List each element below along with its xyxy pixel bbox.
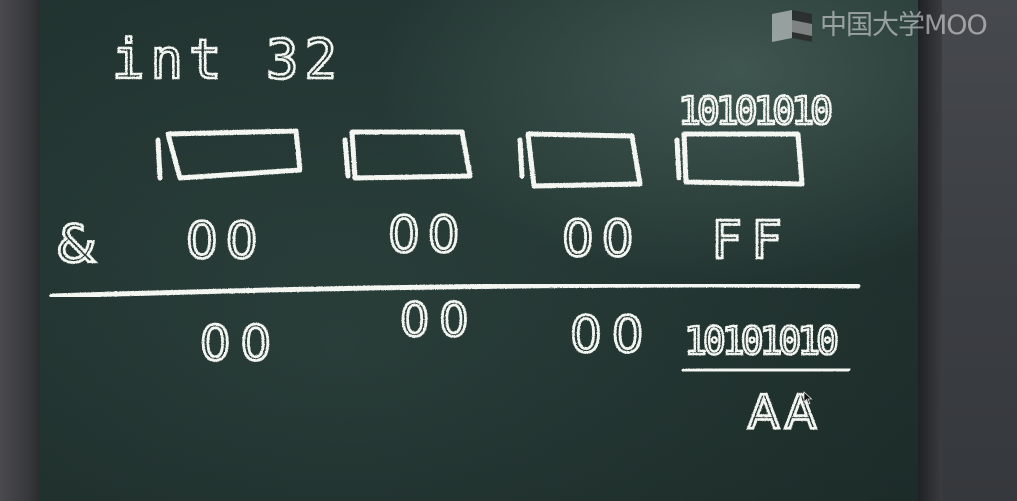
final-hex-value: AA	[748, 385, 820, 439]
mooc-watermark: 中国大学MOO	[770, 8, 988, 44]
byte-box-3	[517, 131, 643, 189]
wall-background	[942, 0, 1017, 501]
result-byte-1: 00	[200, 316, 281, 372]
mooc-watermark-text: 中国大学MOO	[820, 10, 988, 41]
board-frame-left	[0, 0, 40, 501]
heading-int32: int 32	[111, 27, 343, 93]
chalkboard	[40, 0, 918, 501]
heading-text: int 32	[112, 28, 343, 91]
mooc-logo-icon	[772, 10, 812, 42]
mask-byte-3: 00	[562, 210, 642, 268]
board-frame-right	[918, 0, 942, 501]
byte-boxes	[155, 128, 805, 189]
mask-row: 00 00 00 FF	[185, 205, 792, 273]
result-byte-4: 10101010	[684, 319, 837, 363]
mask-byte-1: 00	[186, 212, 266, 270]
result-byte-2: 00	[400, 293, 479, 347]
result-row: 00 00 00 10101010	[199, 292, 843, 374]
mask-byte-4: FF	[712, 211, 792, 271]
byte-box-1	[155, 128, 303, 181]
byte-box-4	[674, 131, 805, 187]
result-byte-3: 00	[570, 306, 654, 364]
result-divider-line	[49, 282, 861, 299]
mask-byte-2: 00	[388, 206, 468, 264]
byte-box-2	[342, 129, 473, 181]
and-operator: &	[56, 215, 97, 275]
mouse-cursor-icon	[803, 391, 813, 405]
bits-above-last-byte: 10101010	[678, 89, 831, 133]
binary-underline	[681, 366, 851, 374]
